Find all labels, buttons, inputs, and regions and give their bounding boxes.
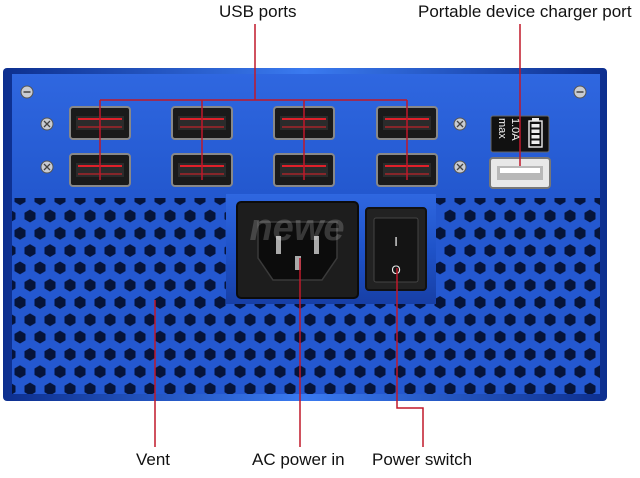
callout-label-usb-ports: USB ports xyxy=(219,2,297,21)
screw-icon xyxy=(40,117,54,131)
charger-usb-port xyxy=(489,157,551,189)
screw-icon xyxy=(573,85,587,99)
ac-power-inlet: newe xyxy=(236,201,359,299)
inlet-pin-ground xyxy=(295,256,301,270)
switch-on-mark: I xyxy=(394,234,398,249)
screw-icon xyxy=(20,85,34,99)
panel-screws xyxy=(20,85,587,174)
screw-icon xyxy=(453,160,467,174)
switch-off-mark: O xyxy=(391,263,400,277)
power-switch: I O xyxy=(365,207,427,291)
inlet-pin-left xyxy=(276,236,281,254)
callout-lines xyxy=(99,24,521,447)
callout-label-ac-power: AC power in xyxy=(252,450,345,469)
charger-rating-line1: 1.0A xyxy=(509,118,521,141)
callout-label-power-switch: Power switch xyxy=(372,450,473,469)
screw-icon xyxy=(40,160,54,174)
screw-icon xyxy=(453,117,467,131)
callout-label-vent: Vent xyxy=(136,450,171,469)
switch-callout-line xyxy=(396,268,424,447)
battery-icon xyxy=(528,118,543,148)
callout-label-charger-port: Portable device charger port xyxy=(418,2,632,21)
inlet-pin-right xyxy=(314,236,319,254)
watermark-text: newe xyxy=(249,207,344,249)
charger-rating-line2: max xyxy=(496,118,508,139)
